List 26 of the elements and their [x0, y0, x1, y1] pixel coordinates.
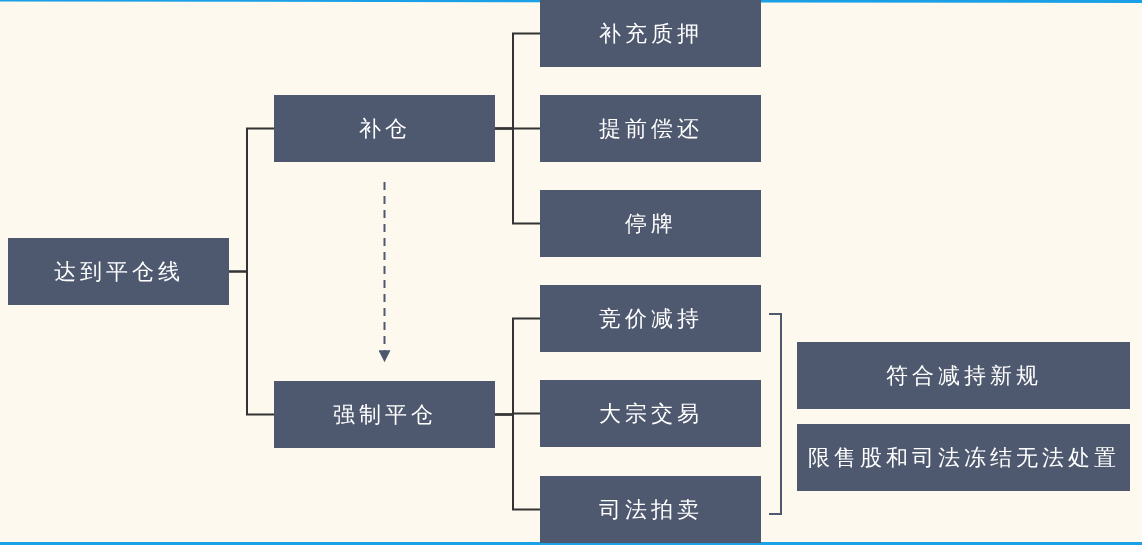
dashed-arrow	[378, 181, 391, 363]
process-box	[540, 95, 761, 162]
box-label: 补仓	[358, 114, 411, 143]
process-box	[8, 238, 229, 305]
box-label: 大宗交易	[598, 399, 703, 428]
box-label: 符合减持新规	[885, 361, 1042, 390]
box-label: 补充质押	[598, 19, 703, 48]
box-label: 提前偿还	[598, 114, 703, 143]
process-box	[540, 476, 761, 543]
box-label: 强制平仓	[332, 400, 437, 429]
box-label: 竞价减持	[598, 304, 703, 333]
box-label: 停牌	[624, 209, 677, 238]
connector-line	[228, 270, 275, 416]
process-box	[797, 424, 1130, 491]
box-label: 司法拍卖	[598, 495, 703, 524]
connector-line	[494, 127, 541, 225]
process-box	[797, 342, 1130, 409]
process-box	[540, 285, 761, 352]
connector-line	[494, 413, 541, 511]
process-box	[540, 380, 761, 447]
box-label: 达到平仓线	[53, 257, 184, 286]
box-label: 限售股和司法冻结无法处置	[807, 443, 1120, 472]
process-box	[274, 95, 495, 162]
process-box	[540, 0, 761, 67]
process-box	[274, 381, 495, 448]
process-box	[540, 190, 761, 257]
